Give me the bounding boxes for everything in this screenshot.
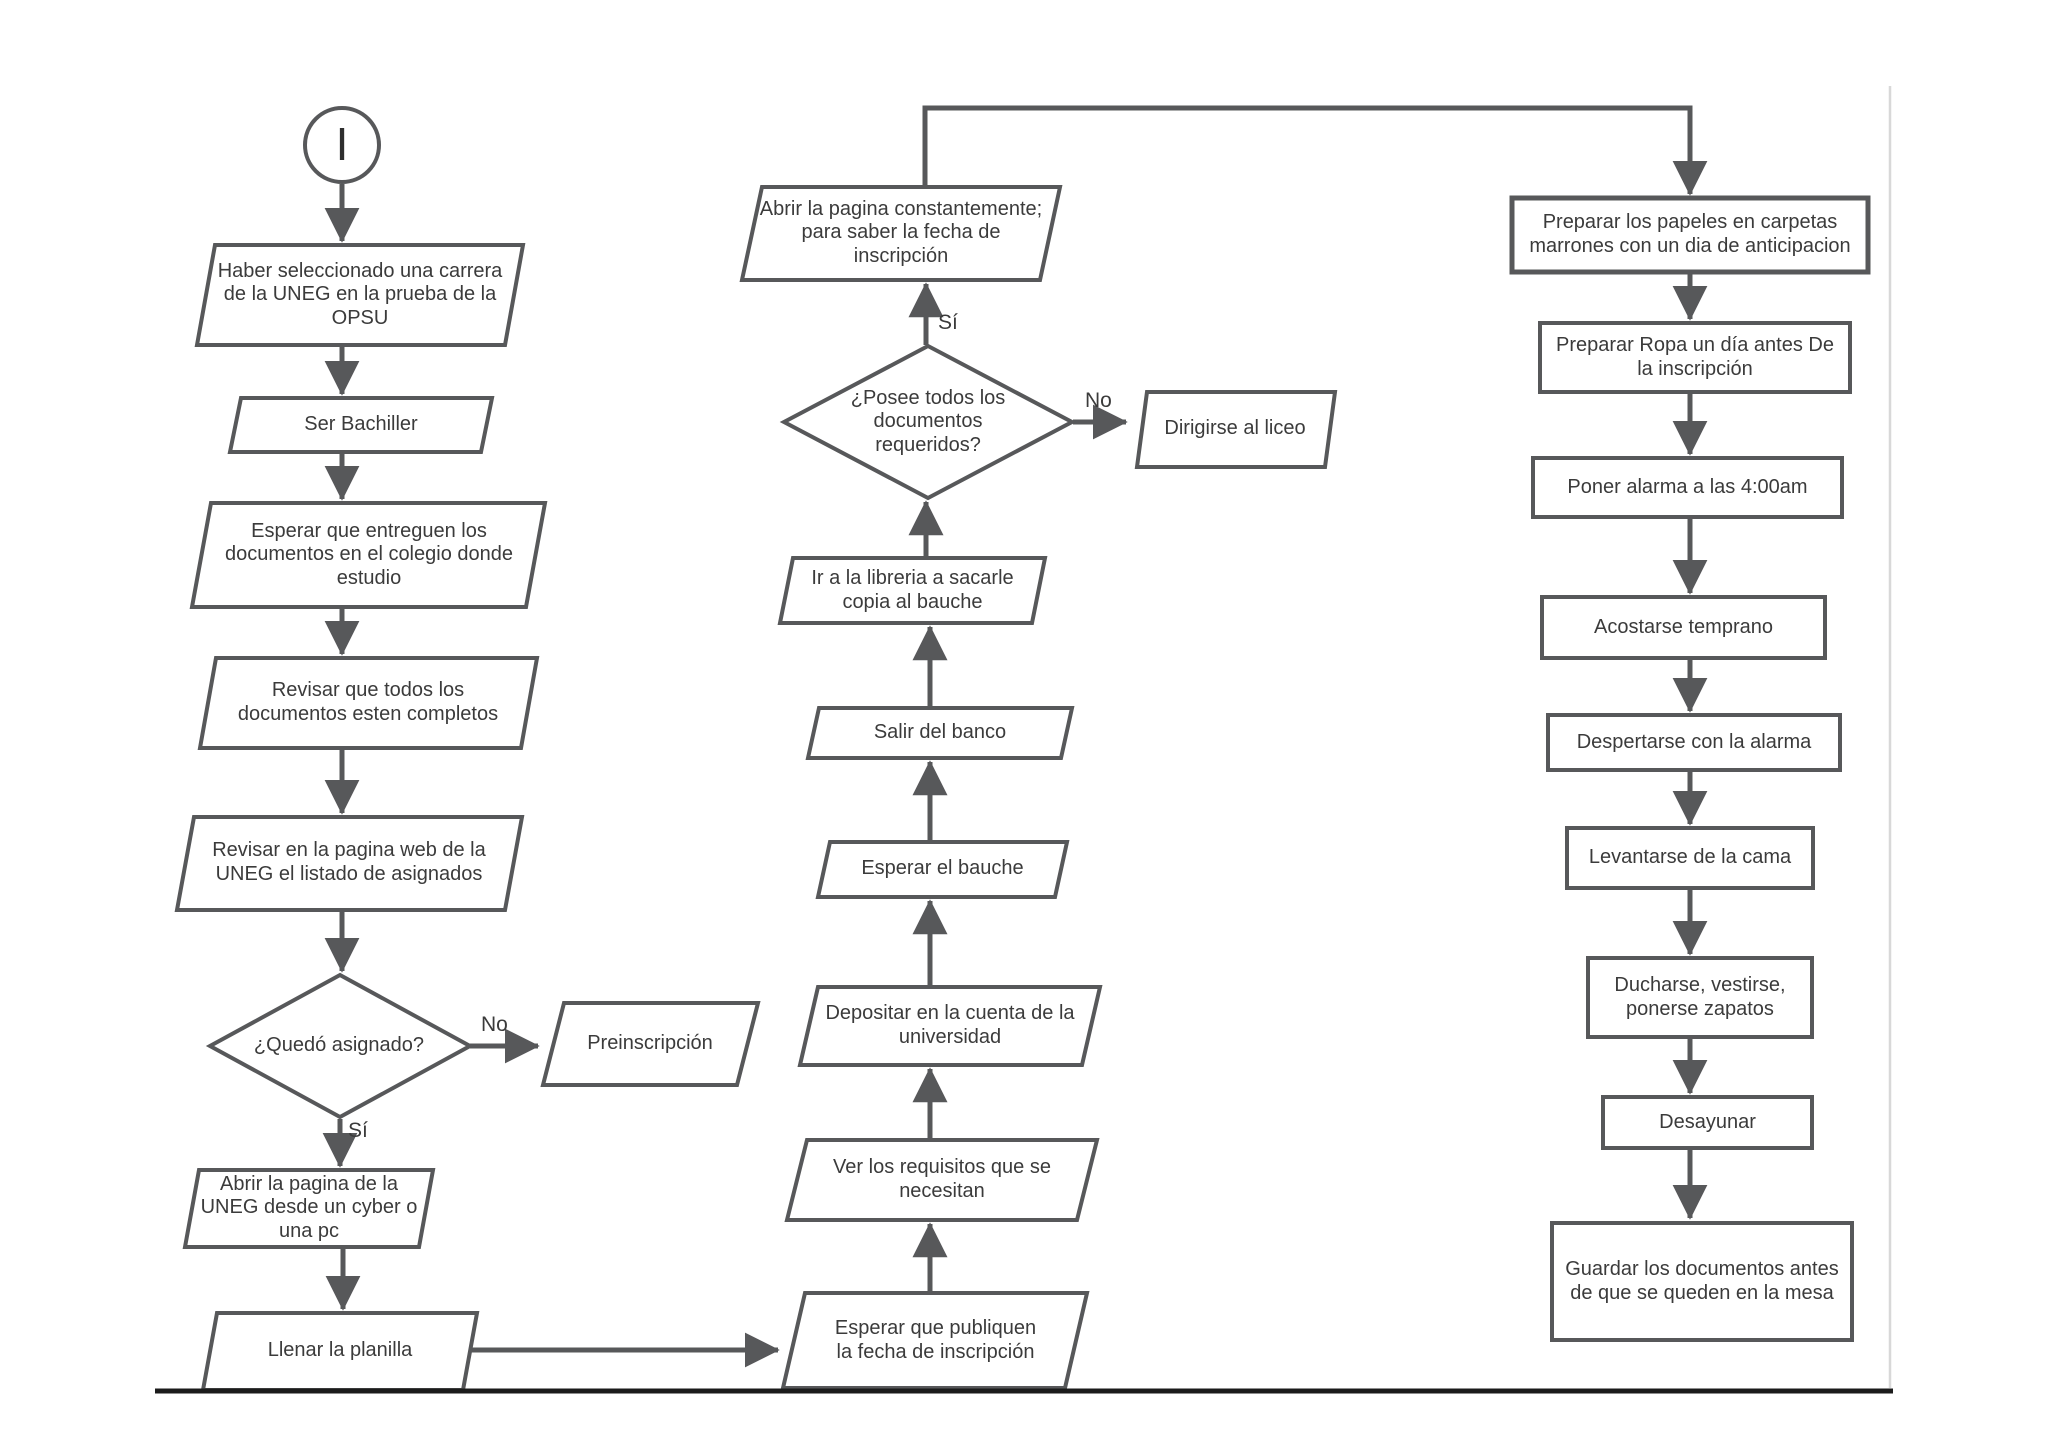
node-abrir-constantemente: Abrir la pagina constantemente; para sab…	[759, 197, 1043, 267]
despertarse-alarma-shape	[1546, 713, 1842, 772]
start-circle-shape	[303, 106, 381, 184]
poner-alarma-shape	[1531, 456, 1844, 519]
abrir-constantemente-shape	[739, 185, 1063, 282]
node-revisar-listado: Revisar en la pagina web de la UNEG el l…	[212, 839, 486, 885]
node-levantarse-cama: Levantarse de la cama	[1588, 846, 1792, 869]
edge-label-quedo-si: Sí	[348, 1119, 368, 1142]
esperar-entreguen-shape	[189, 501, 548, 609]
posee-documentos-shape	[779, 343, 1077, 501]
node-esperar-entreguen: Esperar que entreguen los documentos en …	[225, 519, 513, 589]
node-esperar-publiquen: Esperar que publiquen la fecha de inscri…	[834, 1316, 1037, 1363]
preinscripcion-shape	[540, 1001, 761, 1087]
ser-bachiller-shape	[227, 396, 495, 454]
dirigirse-liceo-shape	[1134, 390, 1338, 469]
edge-label-posee-si: Sí	[938, 311, 958, 334]
node-guardar-documentos: Guardar los documentos antes de que se q…	[1565, 1257, 1839, 1304]
desayunar-shape	[1601, 1095, 1814, 1150]
esperar-bauche-shape	[815, 840, 1070, 899]
node-poner-alarma: Poner alarma a las 4:00am	[1567, 475, 1808, 498]
node-quedo-asignado: ¿Quedó asignado?	[253, 1034, 425, 1057]
node-ver-requisitos: Ver los requisitos que se necesitan	[833, 1156, 1051, 1202]
node-esperar-bauche: Esperar el bauche	[861, 857, 1024, 880]
revisar-completos-shape	[197, 656, 540, 750]
esperar-publiquen-shape	[780, 1291, 1090, 1390]
revisar-listado-shape	[174, 815, 525, 912]
node-posee-documentos: ¿Posee todos los documentos requeridos?	[850, 386, 1006, 456]
acostarse-temprano-shape	[1540, 595, 1827, 660]
node-haber-seleccionado: Haber seleccionado una carrera de la UNE…	[217, 259, 503, 329]
node-abrir-pagina-uneg: Abrir la pagina de la UNEG desde un cybe…	[200, 1172, 418, 1242]
salir-banco-shape	[805, 706, 1075, 760]
levantarse-cama-shape	[1565, 826, 1815, 890]
node-depositar-cuenta: Depositar en la cuenta de la universidad	[825, 1002, 1075, 1048]
node-preparar-ropa: Preparar Ropa un día antes De la inscrip…	[1556, 333, 1834, 380]
quedo-asignado-shape	[205, 972, 475, 1120]
preparar-papeles-shape	[1509, 195, 1871, 275]
depositar-cuenta-shape	[797, 985, 1103, 1067]
node-ser-bachiller: Ser Bachiller	[304, 413, 418, 436]
guardar-documentos-shape	[1550, 1221, 1854, 1342]
haber-seleccionado-shape	[194, 243, 526, 347]
ducharse-shape	[1586, 956, 1814, 1039]
node-preinscripcion: Preinscripción	[587, 1032, 713, 1055]
ver-requisitos-shape	[784, 1138, 1100, 1222]
edge-top-connector	[922, 105, 1708, 196]
node-acostarse-temprano: Acostarse temprano	[1594, 615, 1773, 638]
node-ducharse: Ducharse, vestirse, ponerse zapatos	[1614, 973, 1786, 1020]
node-despertarse-alarma: Despertarse con la alarma	[1576, 730, 1812, 753]
node-desayunar: Desayunar	[1659, 1110, 1756, 1133]
node-dirigirse-liceo: Dirigirse al liceo	[1164, 417, 1306, 440]
abrir-pagina-uneg-shape	[182, 1168, 436, 1249]
start-circle-label: I	[335, 118, 349, 170]
edge-label-quedo-no: No	[481, 1013, 508, 1036]
edge-label-posee-no: No	[1085, 389, 1112, 412]
preparar-ropa-shape	[1538, 321, 1852, 394]
ir-libreria-shape	[777, 556, 1048, 625]
node-revisar-completos: Revisar que todos los documentos esten c…	[237, 679, 499, 725]
node-ir-libreria: Ir a la libreria a sacarle copia al bauc…	[811, 566, 1014, 613]
node-salir-banco: Salir del banco	[873, 721, 1007, 744]
node-llenar-planilla: Llenar la planilla	[267, 1339, 413, 1362]
node-preparar-papeles: Preparar los papeles en carpetas marrone…	[1529, 211, 1851, 257]
